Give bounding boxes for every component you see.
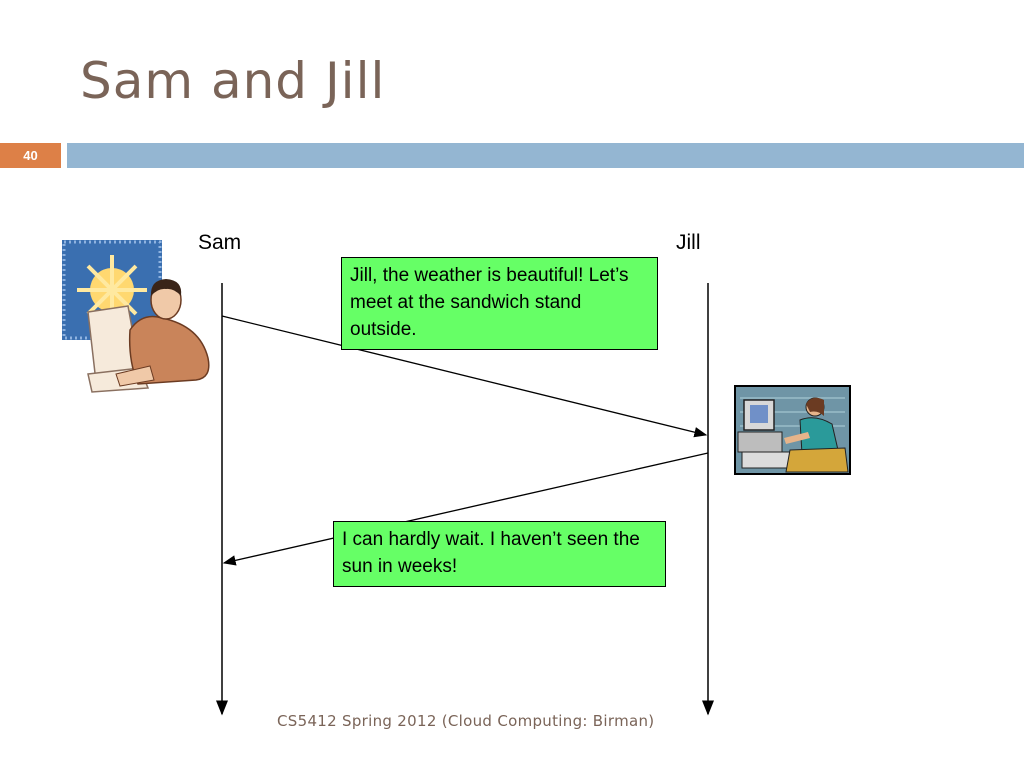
message-box-sam-to-jill: Jill, the weather is beautiful! Let’s me… (341, 257, 658, 350)
message-box-jill-to-sam: I can hardly wait. I haven’t seen the su… (333, 521, 666, 587)
slide-footer: CS5412 Spring 2012 (Cloud Computing: Bir… (277, 712, 655, 730)
woman-at-computer-icon (734, 385, 851, 475)
header-banner (67, 143, 1024, 168)
message-arrow-jill-to-sam (222, 452, 709, 566)
message-arrow-sam-to-jill (221, 315, 708, 438)
slide-title: Sam and Jill (80, 52, 386, 110)
actor-label-jill: Jill (676, 231, 701, 254)
page-number-badge: 40 (0, 143, 61, 168)
businessman-at-computer-icon (62, 240, 210, 393)
actor-label-sam: Sam (198, 231, 242, 254)
